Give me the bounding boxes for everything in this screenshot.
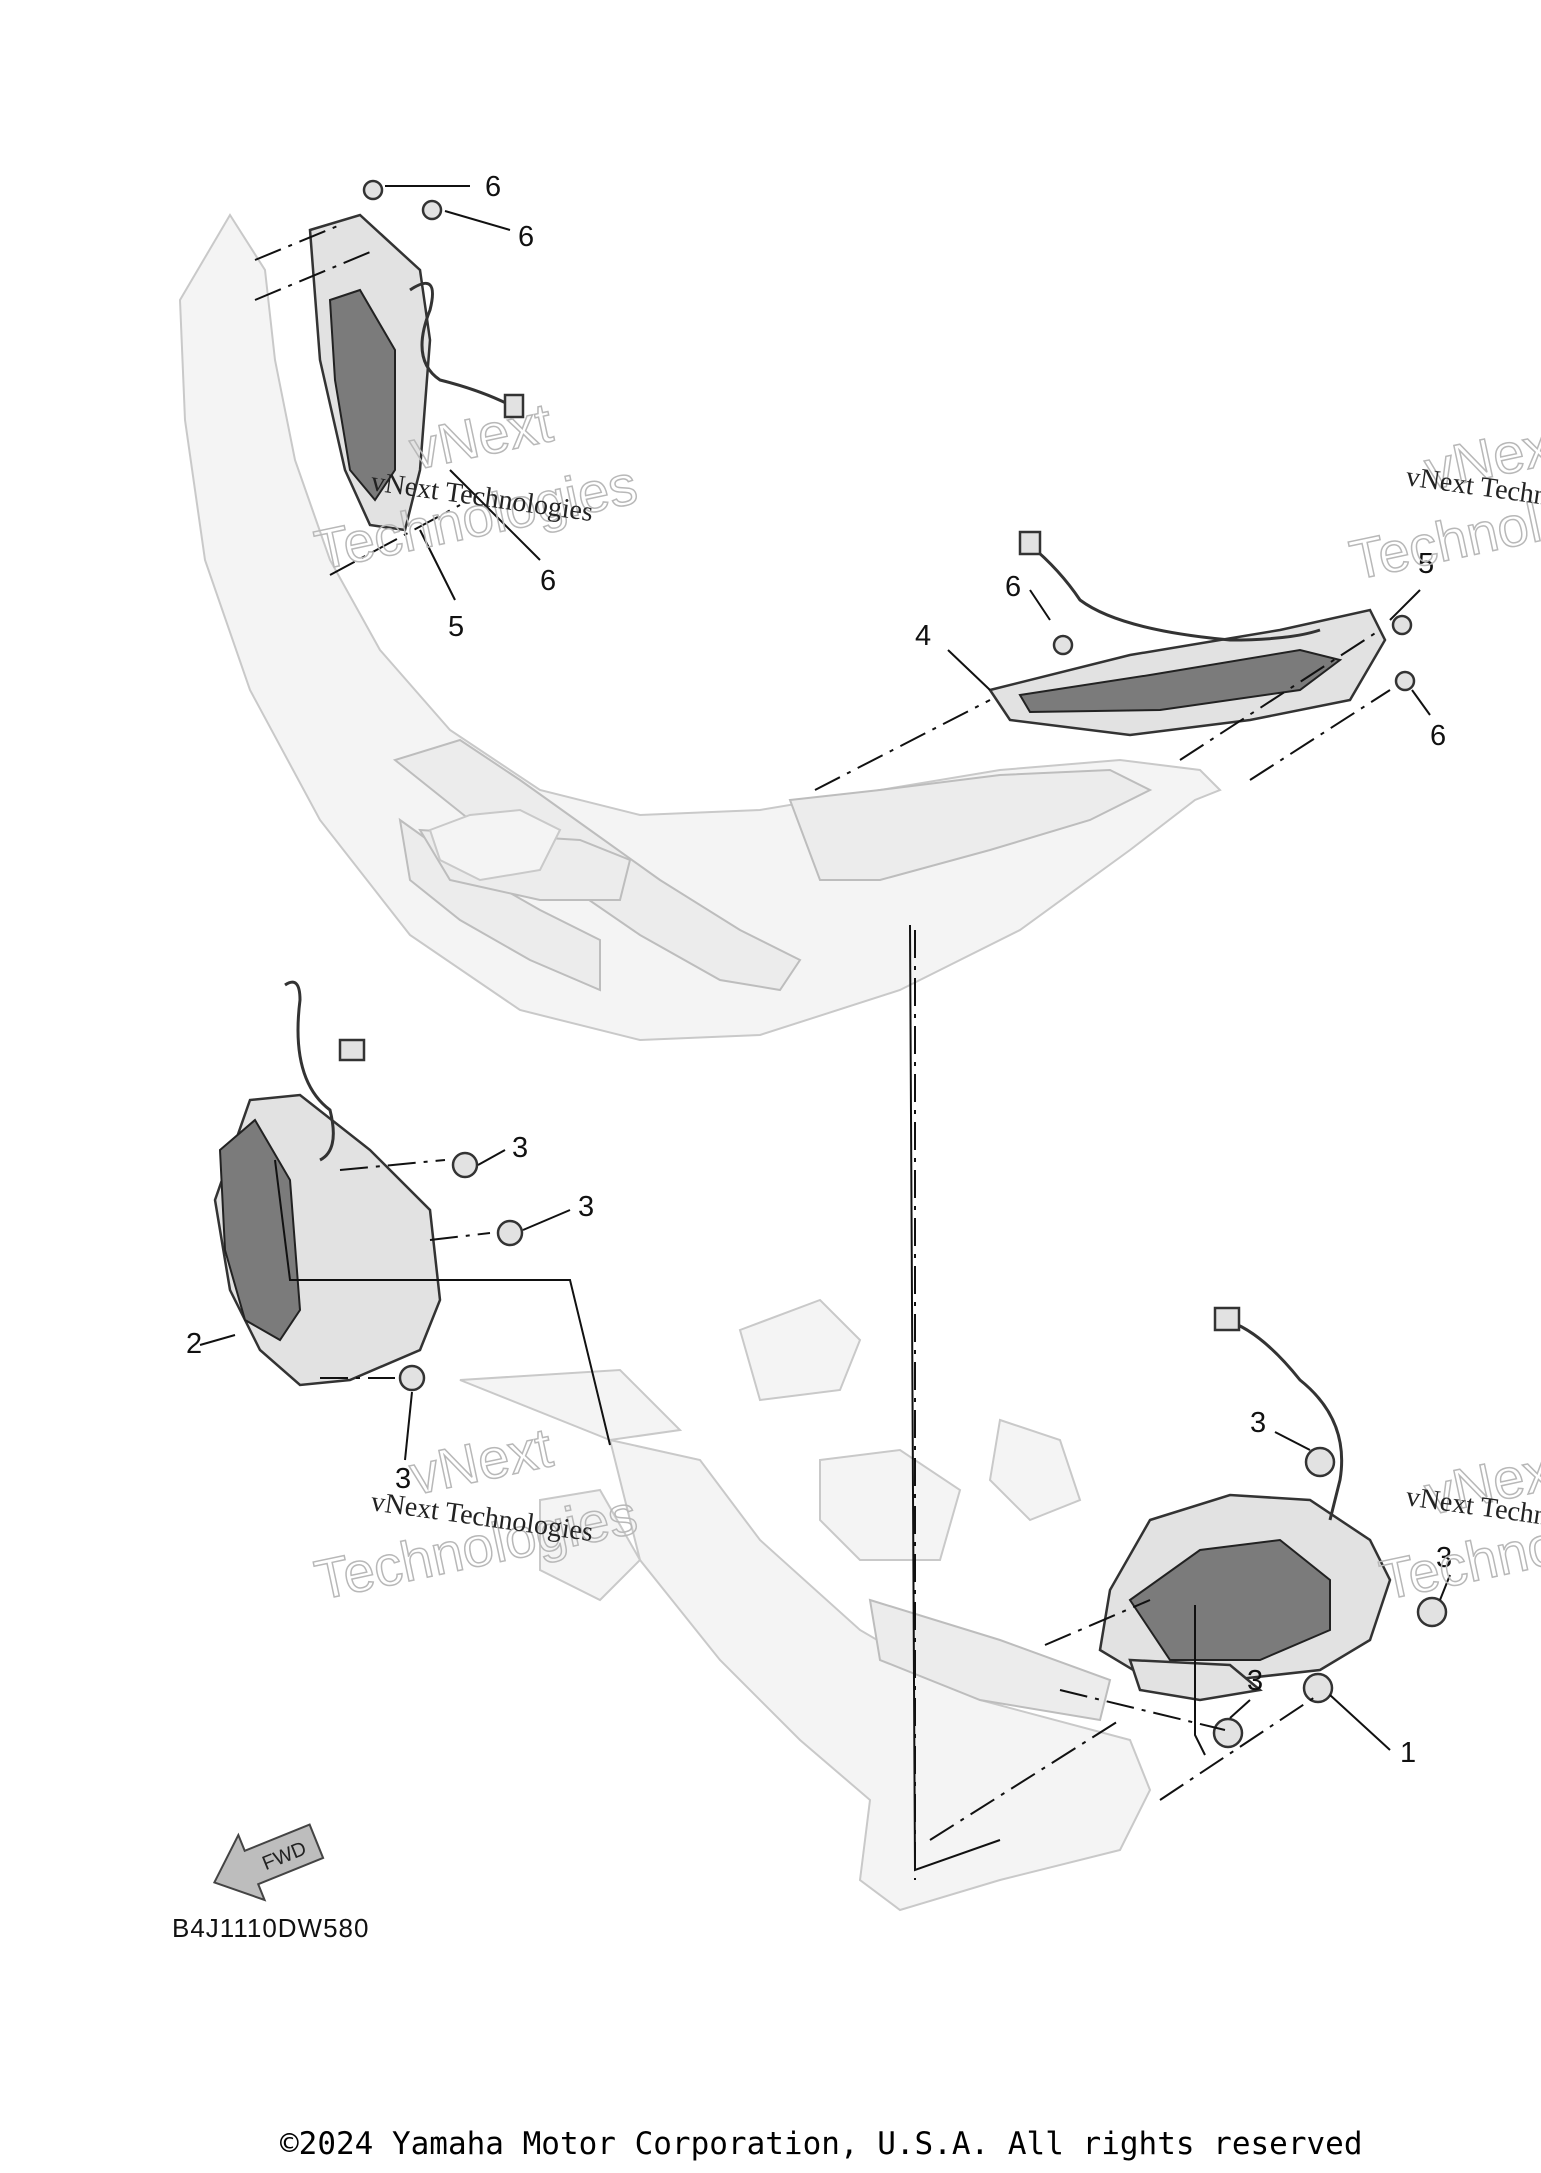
copyright-notice: ©2024 Yamaha Motor Corporation, U.S.A. A… [280, 2126, 1363, 2162]
bolt-icon [398, 1364, 426, 1392]
connector-icon [1213, 1306, 1241, 1332]
connector-icon [1018, 530, 1042, 556]
grommet-icon [1416, 1596, 1448, 1628]
connector-icon [503, 393, 525, 419]
grommet-icon [1302, 1672, 1334, 1704]
bolt-icon [451, 1151, 479, 1179]
position-light-left [308, 213, 525, 532]
callout-6: 6 [518, 221, 534, 253]
callout-2: 2 [186, 1328, 202, 1360]
callout-6: 6 [1430, 720, 1446, 752]
watermark-group: vNext Technologies vNext Technologies vN… [309, 390, 1541, 1613]
callout-5: 5 [448, 611, 464, 643]
bolt-icon [1052, 634, 1074, 656]
grommet-icon [1304, 1446, 1336, 1478]
front-cowl-ghost [178, 213, 1222, 1042]
bolt-icon [496, 1219, 524, 1247]
position-light-right [987, 530, 1387, 737]
frame-ghost [459, 1298, 1152, 1912]
callout-3: 3 [1436, 1542, 1452, 1574]
headlight-right [1098, 1306, 1392, 1702]
fasteners [362, 179, 1448, 1749]
callout-3: 3 [512, 1132, 528, 1164]
bolt-icon [421, 199, 443, 221]
arrow-left-icon [212, 1823, 325, 1902]
grommet-icon [1212, 1717, 1244, 1749]
callout-4: 4 [915, 620, 931, 652]
callout-6: 6 [1005, 571, 1021, 603]
alignment-lines [254, 224, 1391, 1880]
bolt-icon [1391, 614, 1413, 636]
bolt-icon [362, 179, 384, 201]
callout-3: 3 [1250, 1407, 1266, 1439]
callout-5: 5 [1418, 548, 1434, 580]
diagram-code: B4J1110DW580 [172, 1913, 369, 1943]
watermark: vNext [404, 390, 558, 481]
callout-6: 6 [540, 565, 556, 597]
headlight-left [213, 980, 442, 1387]
forward-arrow: FWD [212, 1823, 325, 1902]
callout-6: 6 [485, 171, 501, 203]
callouts: 6 6 6 5 6 4 5 6 3 3 2 3 3 3 3 1 [186, 171, 1452, 1769]
bolt-icon [1394, 670, 1416, 692]
callout-3: 3 [578, 1191, 594, 1223]
callout-3: 3 [395, 1463, 411, 1495]
callout-3: 3 [1247, 1665, 1263, 1697]
connector-icon [338, 1038, 366, 1062]
callout-1: 1 [1400, 1737, 1416, 1769]
